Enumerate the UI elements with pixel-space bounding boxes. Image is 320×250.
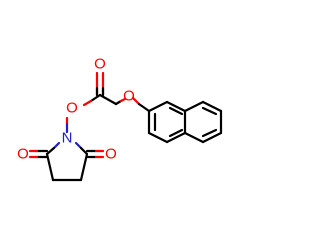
bond-naph-b-inner-1 — [201, 106, 218, 116]
bond-naph-a-inner-1 — [168, 106, 184, 116]
bond-naph-a4 — [165, 131, 187, 144]
atom-label-ether-oxygen: O — [123, 88, 135, 105]
atom-label-left-imide-oxygen: O — [17, 146, 29, 163]
bond-c-o-ester-b — [82, 99, 93, 107]
bond-naph-a2 — [165, 100, 187, 113]
bond-ch2-c-right — [79, 152, 89, 182]
atom-label-imide-nitrogen: N — [62, 130, 73, 147]
atom-label-ester-oxygen: O — [66, 100, 78, 117]
bond-naph-b-inner-2 — [201, 128, 218, 138]
bond-naph-a1 — [147, 100, 169, 113]
atom-label-right-imide-oxygen: O — [105, 146, 117, 163]
bond-n-c-right-a — [74, 141, 83, 150]
bond-o-ether-naph-b — [137, 102, 151, 113]
bond-ch2-o-ether-b — [119, 97, 127, 103]
bond-c-o-ester-a — [89, 93, 102, 103]
atom-label-carbonyl-oxygen: O — [94, 56, 106, 73]
bond-o-ether-naph-a — [131, 96, 141, 106]
molecule-structure: O O O N O O — [17, 56, 223, 182]
bonds-group — [28, 71, 223, 182]
bond-n-c-right-b — [79, 146, 89, 156]
bond-naph-b2 — [201, 100, 223, 113]
bond-c-left-ch2 — [45, 152, 55, 182]
atom-labels-group: O O O N O O — [17, 56, 135, 163]
bond-naph-a-inner-3 — [168, 128, 184, 138]
bond-naph-b4 — [201, 131, 223, 144]
bond-naph-a5 — [147, 131, 169, 144]
bond-n-c-left-b — [45, 146, 56, 156]
bond-c-ch2 — [98, 93, 118, 106]
structure-canvas: O O O N O O — [17, 55, 223, 182]
bond-n-c-left-a — [52, 141, 61, 150]
bond-naph-b1 — [183, 100, 205, 113]
bond-naph-b5 — [183, 131, 205, 144]
